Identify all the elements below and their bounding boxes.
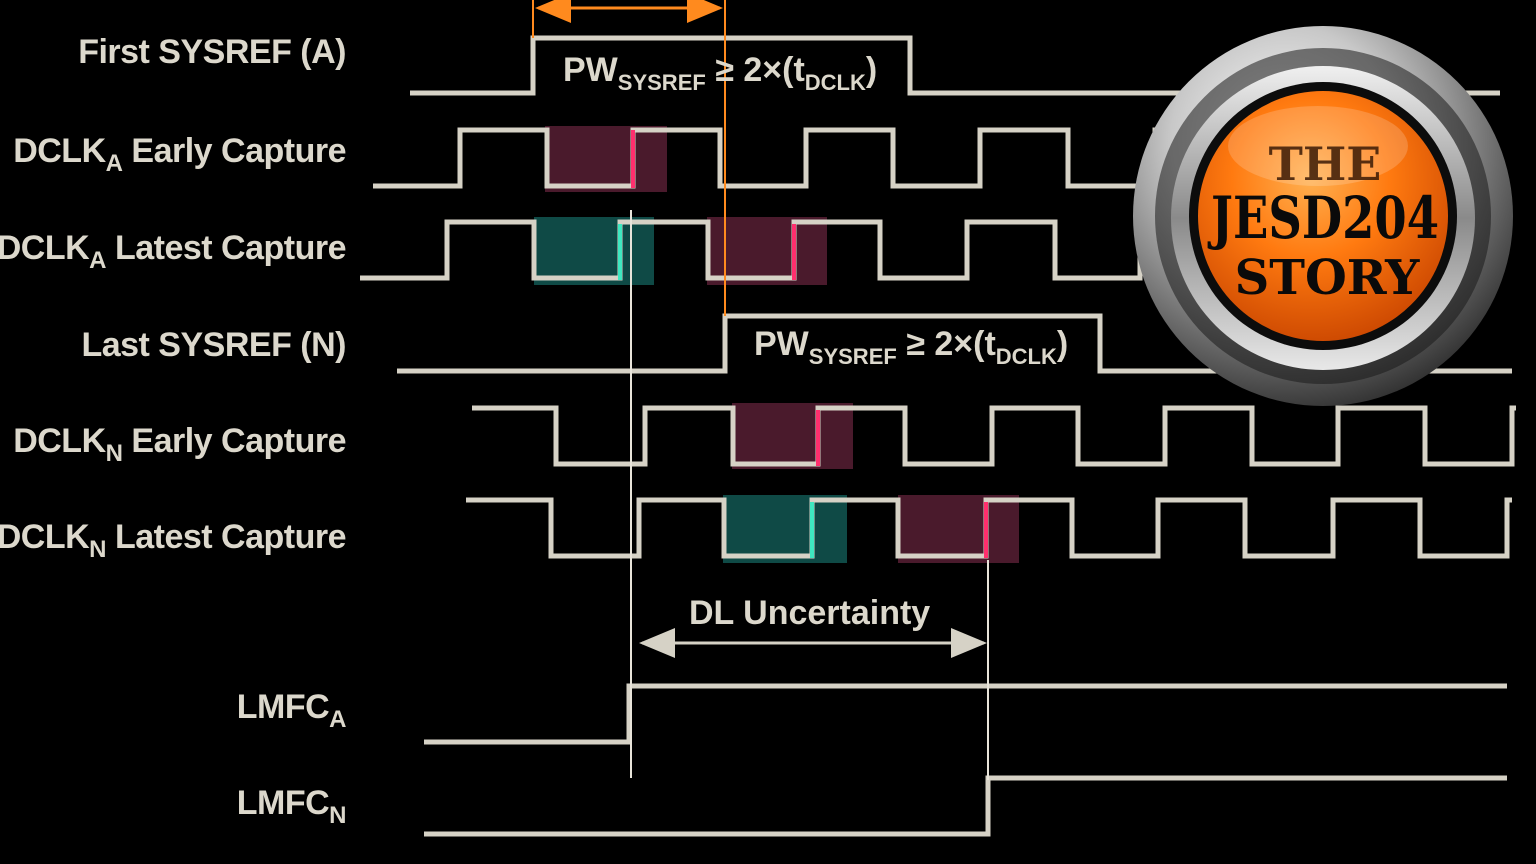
trace-last-sysref [397, 313, 1512, 374]
label-dclk-n-early: DCLKN Early Capture [13, 422, 346, 467]
window-a-latest-1 [534, 217, 654, 285]
label-lmfc-a: LMFCA [236, 688, 347, 733]
pw-annotation-first: PWSYSREF ≥ 2×(tDCLK) [563, 51, 878, 95]
window-n-latest-2 [898, 495, 1019, 563]
badge-line3: STORY [1235, 250, 1421, 306]
window-a-latest-2 [707, 217, 827, 285]
window-a-early [545, 126, 667, 192]
label-dclk-a-latest: DCLKA Latest Capture [0, 229, 347, 274]
label-first-sysref: First SYSREF (A) [78, 33, 346, 71]
trace-lmfc-a [424, 683, 1507, 745]
window-n-latest-1 [723, 495, 847, 563]
trace-first-sysref [410, 35, 1500, 96]
trace-dclk-n-latest [466, 497, 1512, 559]
label-lmfc-n: LMFCN [236, 784, 347, 829]
window-n-early [732, 403, 853, 469]
badge-highlight [1228, 106, 1408, 186]
badge-line2: JESD204 [1207, 184, 1439, 252]
label-dclk-a-early: DCLKA Early Capture [13, 132, 346, 177]
signal-traces [360, 35, 1516, 837]
label-dclk-n-latest: DCLKN Latest Capture [0, 518, 347, 563]
trace-lmfc-n [424, 775, 1507, 837]
timing-markers [532, 0, 989, 780]
dl-uncertainty-label: DL Uncertainty [689, 594, 931, 632]
badge-line1: THE [1269, 137, 1382, 191]
label-last-sysref: Last SYSREF (N) [81, 326, 346, 364]
capture-edges [618, 130, 988, 558]
badge-orange-face [1198, 91, 1448, 341]
trace-dclk-n-early [472, 405, 1516, 467]
pw-annotation-last: PWSYSREF ≥ 2×(tDCLK) [754, 325, 1069, 369]
capture-windows [534, 126, 1019, 563]
